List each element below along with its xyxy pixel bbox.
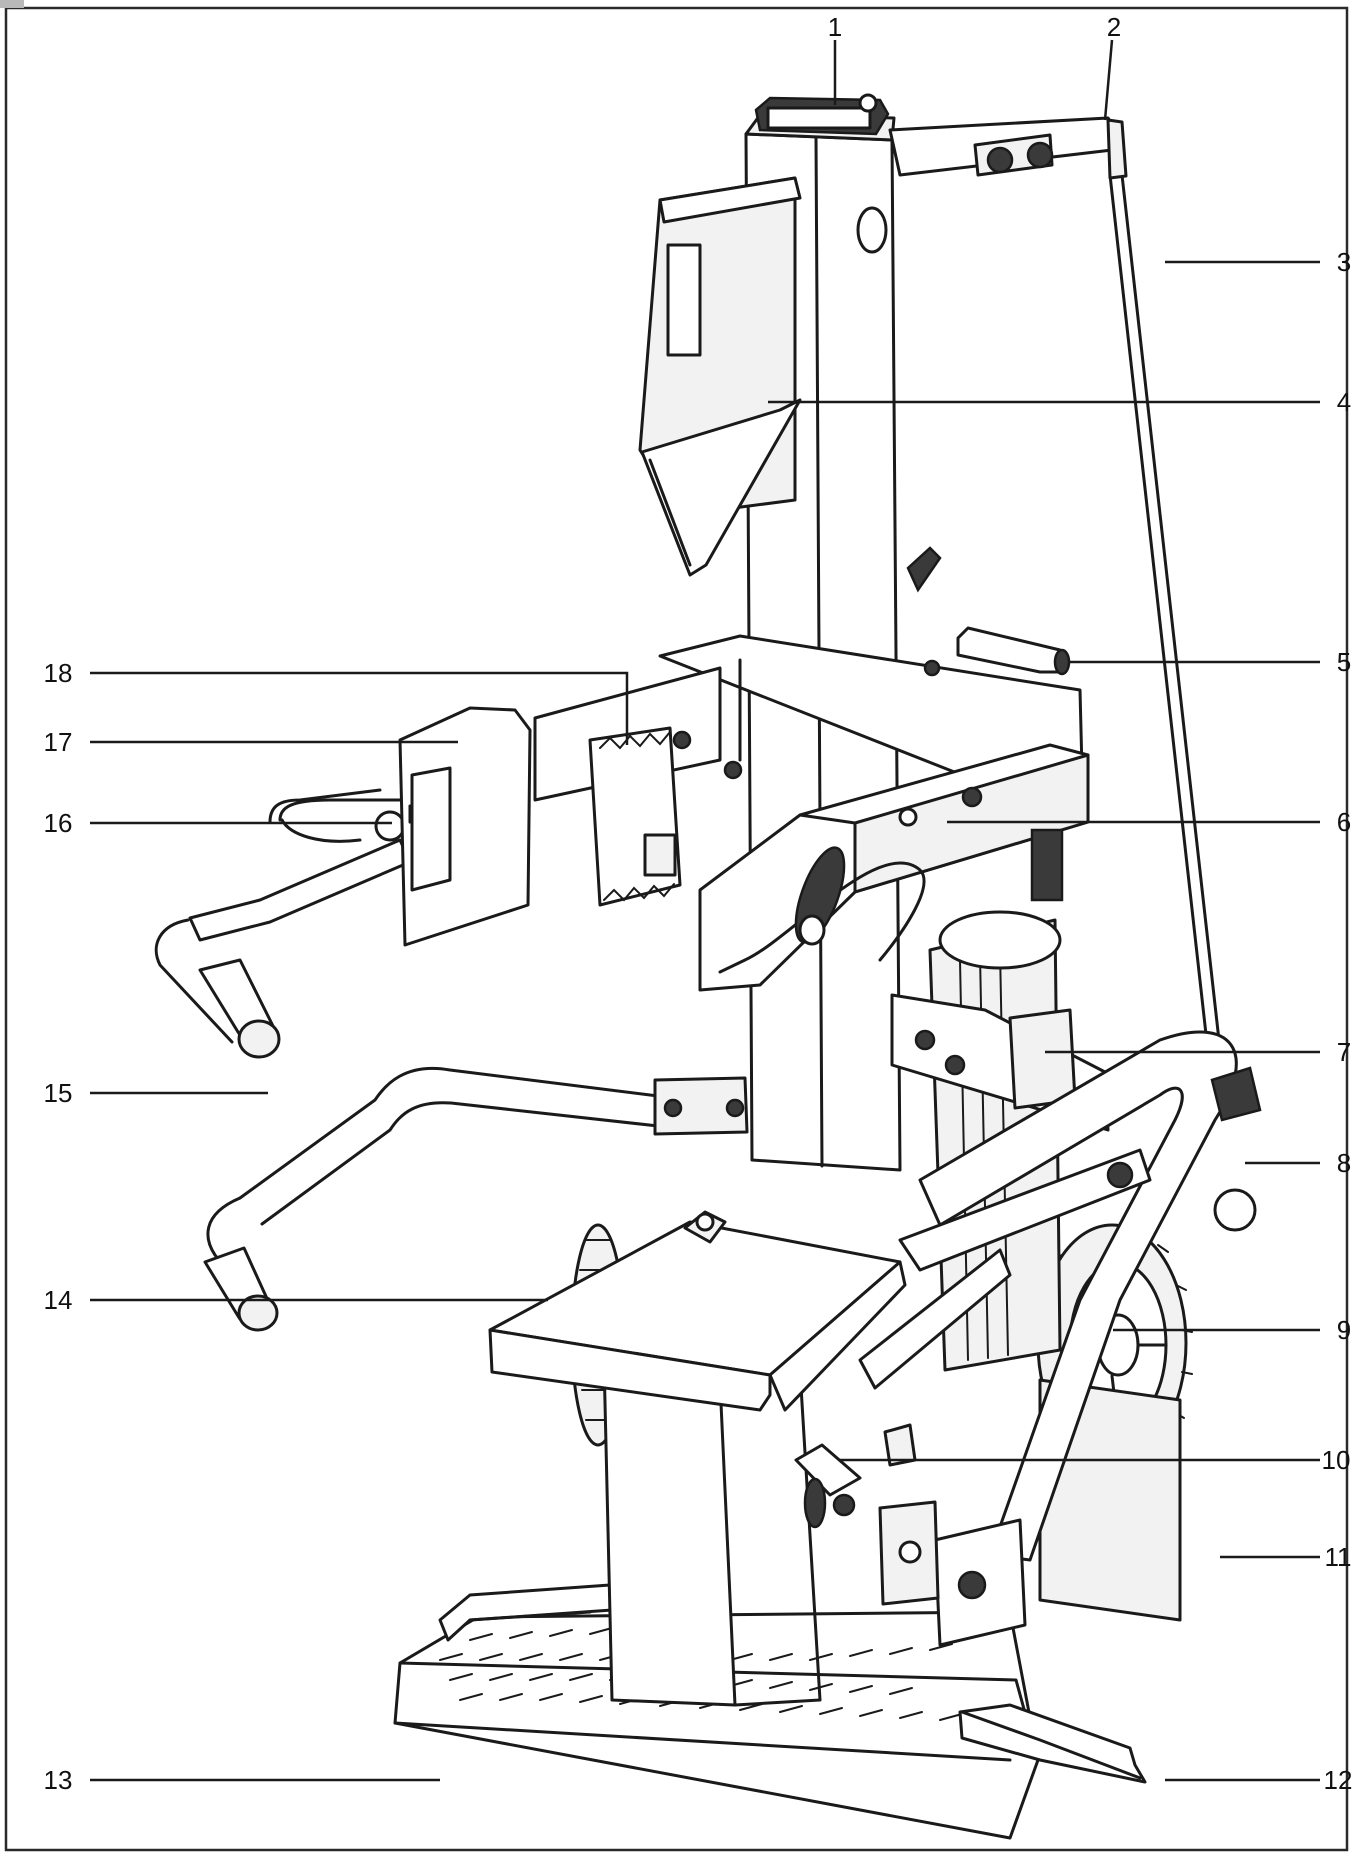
top-bracket: [858, 93, 1117, 177]
operating-handle-left: [154, 788, 412, 1059]
toothed-holder: [588, 726, 743, 907]
callout-12: 12: [1324, 1765, 1353, 1795]
callout-1: 1: [828, 12, 842, 42]
leader-18: [90, 671, 629, 745]
callout-9: 9: [1337, 1315, 1351, 1345]
callout-6: 6: [1337, 807, 1351, 837]
leader-lines: [90, 39, 1320, 1782]
callout-2: 2: [1107, 12, 1121, 42]
log-splitter-drawing: [154, 93, 1262, 1840]
callout-11: 11: [1325, 1542, 1352, 1572]
callout-18: 18: [44, 658, 73, 688]
corner-tab: [0, 0, 24, 8]
leader-2: [1103, 39, 1114, 121]
callout-7: 7: [1337, 1037, 1351, 1067]
callout-numbers: 1 2 3 4 5 6 7 8 9 10 11 12 13 14 15 16 1…: [44, 12, 1353, 1795]
callout-4: 4: [1337, 387, 1351, 417]
support-arm: [203, 1066, 749, 1332]
upper-cross-frame: [658, 634, 1084, 792]
lever-bracket: [890, 993, 1110, 1132]
callout-16: 16: [44, 808, 73, 838]
callout-15: 15: [44, 1078, 73, 1108]
lower-column: [602, 1358, 737, 1707]
callout-10: 10: [1322, 1445, 1351, 1475]
figure-frame: [4, 6, 1349, 1852]
hydraulic-lever-knob: [906, 546, 942, 593]
table-lock-lever: [794, 1423, 917, 1529]
callout-5: 5: [1337, 647, 1351, 677]
callout-13: 13: [44, 1765, 73, 1795]
splitting-wedge: [638, 176, 802, 577]
callout-3: 3: [1337, 247, 1351, 277]
callout-17: 17: [44, 727, 73, 757]
work-table: [488, 1210, 907, 1412]
callout-8: 8: [1337, 1148, 1351, 1178]
transport-handle-frame: [858, 1030, 1262, 1647]
callout-14: 14: [44, 1285, 73, 1315]
stop-rod: [1106, 118, 1226, 1090]
guard-plate-left: [398, 706, 532, 947]
